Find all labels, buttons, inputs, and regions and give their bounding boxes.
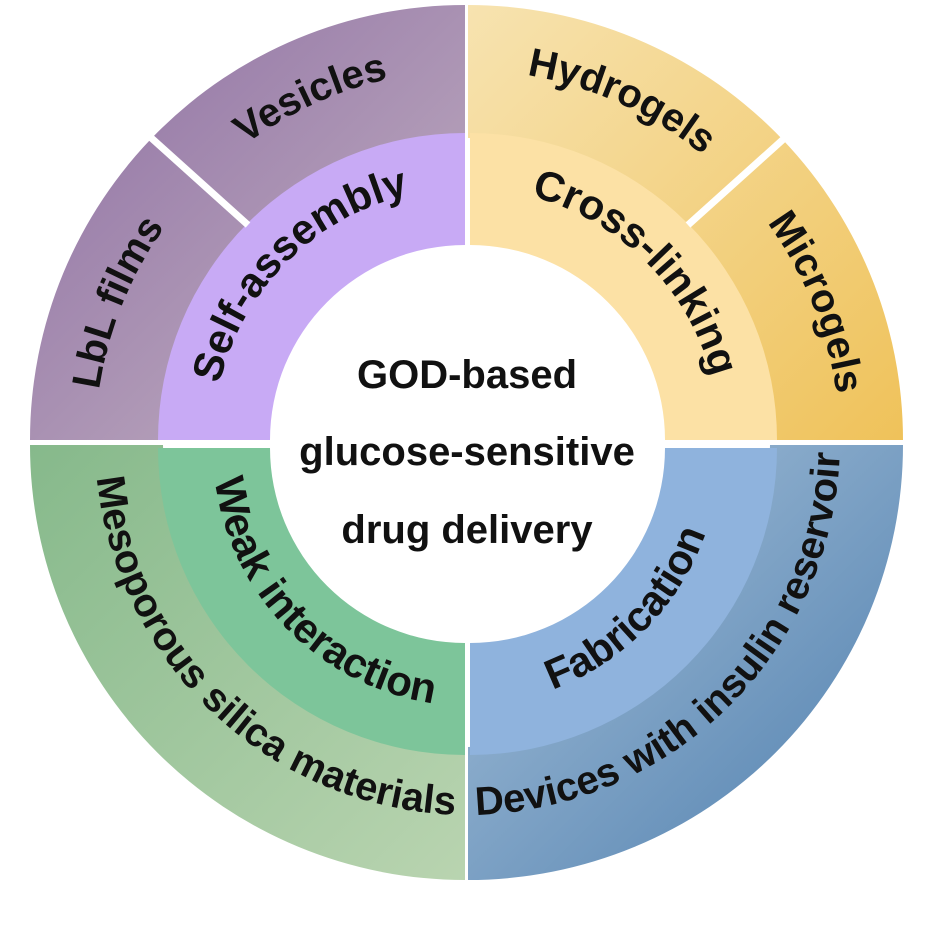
center-disk (274, 251, 660, 637)
center-title-line-1: GOD-based (357, 353, 577, 397)
inner-ring-quadrant-bottom-left (158, 448, 465, 755)
inner-ring-quadrant-top-left (158, 133, 465, 440)
divider-vesicles-lbl (145, 132, 251, 228)
center-title-line-3: drug delivery (341, 508, 593, 552)
inner-ring-quadrant-bottom-right (470, 448, 777, 755)
inner-ring-quadrant-top-right (470, 133, 777, 440)
divider-hydrogels-microgels (685, 132, 791, 228)
center-title-line-2: glucose-sensitive (299, 430, 635, 474)
